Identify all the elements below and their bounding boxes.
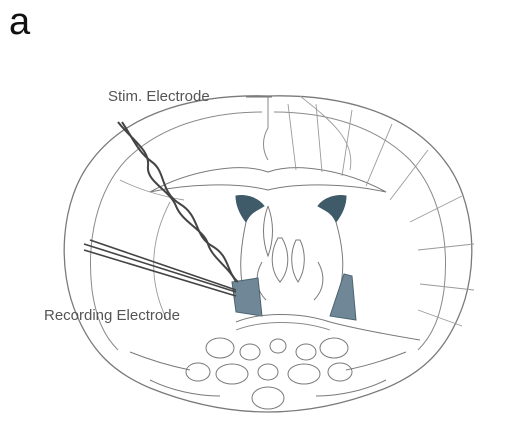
corpus-callosum [150,168,386,192]
midline-fissure [264,96,269,160]
recording-electrode-label: Recording Electrode [44,307,180,324]
lateral-ventricle-left [236,195,264,222]
nucleus-region-right [330,274,356,320]
cortex-segment-lines [288,96,474,326]
commissure-band [236,315,420,341]
ventral-structures [130,338,406,409]
recording-region-left [232,278,262,316]
brain-outline [64,96,472,412]
commissure-band-lower [236,323,330,331]
cortex-boundary-right [274,112,446,350]
lateral-ventricle-right [318,195,346,222]
recording-electrode [84,240,236,296]
stim-electrode [118,122,238,282]
stim-electrode-label: Stim. Electrode [108,88,210,105]
